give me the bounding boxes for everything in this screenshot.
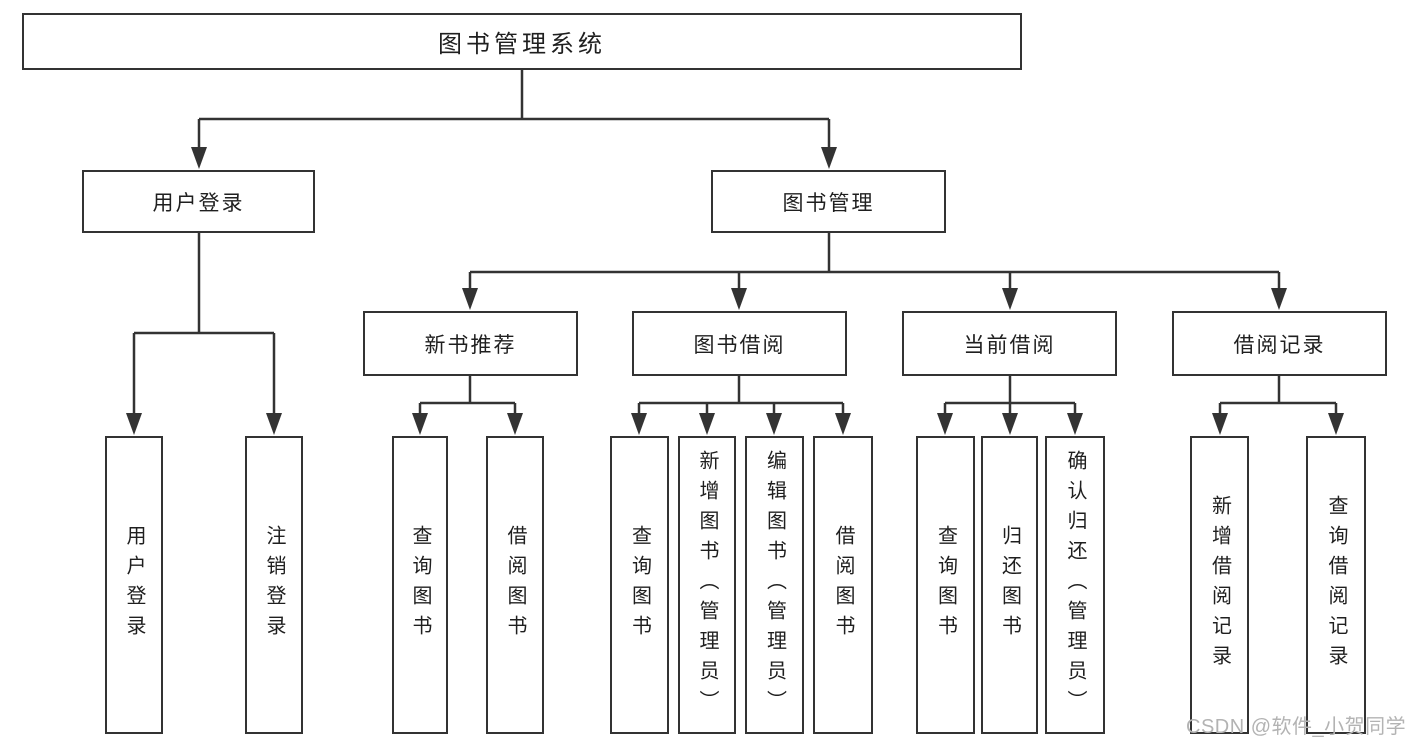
node-label: 新增借阅记录 [1208,495,1231,675]
node-label: 查询图书 [934,525,957,645]
node-label: 用户登录 [152,191,245,215]
node-label: 图书借阅 [693,333,786,357]
node-label: 查询图书 [409,525,431,645]
node-label: 查询借阅记录 [1325,495,1347,675]
leaf-confirm-return-admin: 确认归还（管理员） [1045,436,1105,734]
leaf-add-book-admin: 新增图书（管理员） [678,436,736,734]
connector-current-to-children [937,376,1083,435]
node-label: 图书管理系统 [438,31,606,58]
node-label: 借阅图书 [504,525,526,645]
leaf-query-books-borrow: 查询图书 [610,436,669,734]
node-current-borrow: 当前借阅 [902,311,1117,376]
node-label: 新书推荐 [424,333,517,357]
node-book-borrow: 图书借阅 [632,311,847,376]
connector-root-to-level2 [191,70,837,169]
leaf-borrow-books: 借阅图书 [813,436,873,734]
node-label: 借阅图书 [832,525,854,645]
node-borrow-records: 借阅记录 [1172,311,1387,376]
node-label: 图书管理 [782,191,875,215]
leaf-logout: 注销登录 [245,436,303,734]
connector-bookmgmt-to-level3 [462,233,1287,310]
node-label: 确认归还（管理员） [1064,450,1086,720]
node-book-mgmt: 图书管理 [711,170,946,233]
node-user-login: 用户登录 [82,170,315,233]
node-label: 查询图书 [628,525,651,645]
node-label: 用户登录 [123,525,145,645]
node-label: 新增图书（管理员） [696,450,718,720]
leaf-borrow-books-recommend: 借阅图书 [486,436,544,734]
leaf-user-login: 用户登录 [105,436,163,734]
node-label: 归还图书 [998,525,1021,645]
node-label: 借阅记录 [1233,333,1326,357]
node-label: 注销登录 [263,525,285,645]
node-label: 编辑图书（管理员） [763,450,786,720]
node-new-book-recommend: 新书推荐 [363,311,578,376]
leaf-add-borrow-record: 新增借阅记录 [1190,436,1249,734]
leaf-return-book: 归还图书 [981,436,1038,734]
connector-login-to-children [126,233,282,435]
connector-newbooks-to-children [412,376,523,435]
node-label: 当前借阅 [963,333,1056,357]
csdn-watermark: CSDN @软件_小贺同学 [1186,716,1405,738]
leaf-query-borrow-record: 查询借阅记录 [1306,436,1366,734]
leaf-edit-book-admin: 编辑图书（管理员） [745,436,804,734]
node-root: 图书管理系统 [22,13,1022,70]
connector-records-to-children [1212,376,1344,435]
leaf-query-books-current: 查询图书 [916,436,975,734]
connector-borrow-to-children [631,376,851,435]
leaf-query-books-recommend: 查询图书 [392,436,448,734]
